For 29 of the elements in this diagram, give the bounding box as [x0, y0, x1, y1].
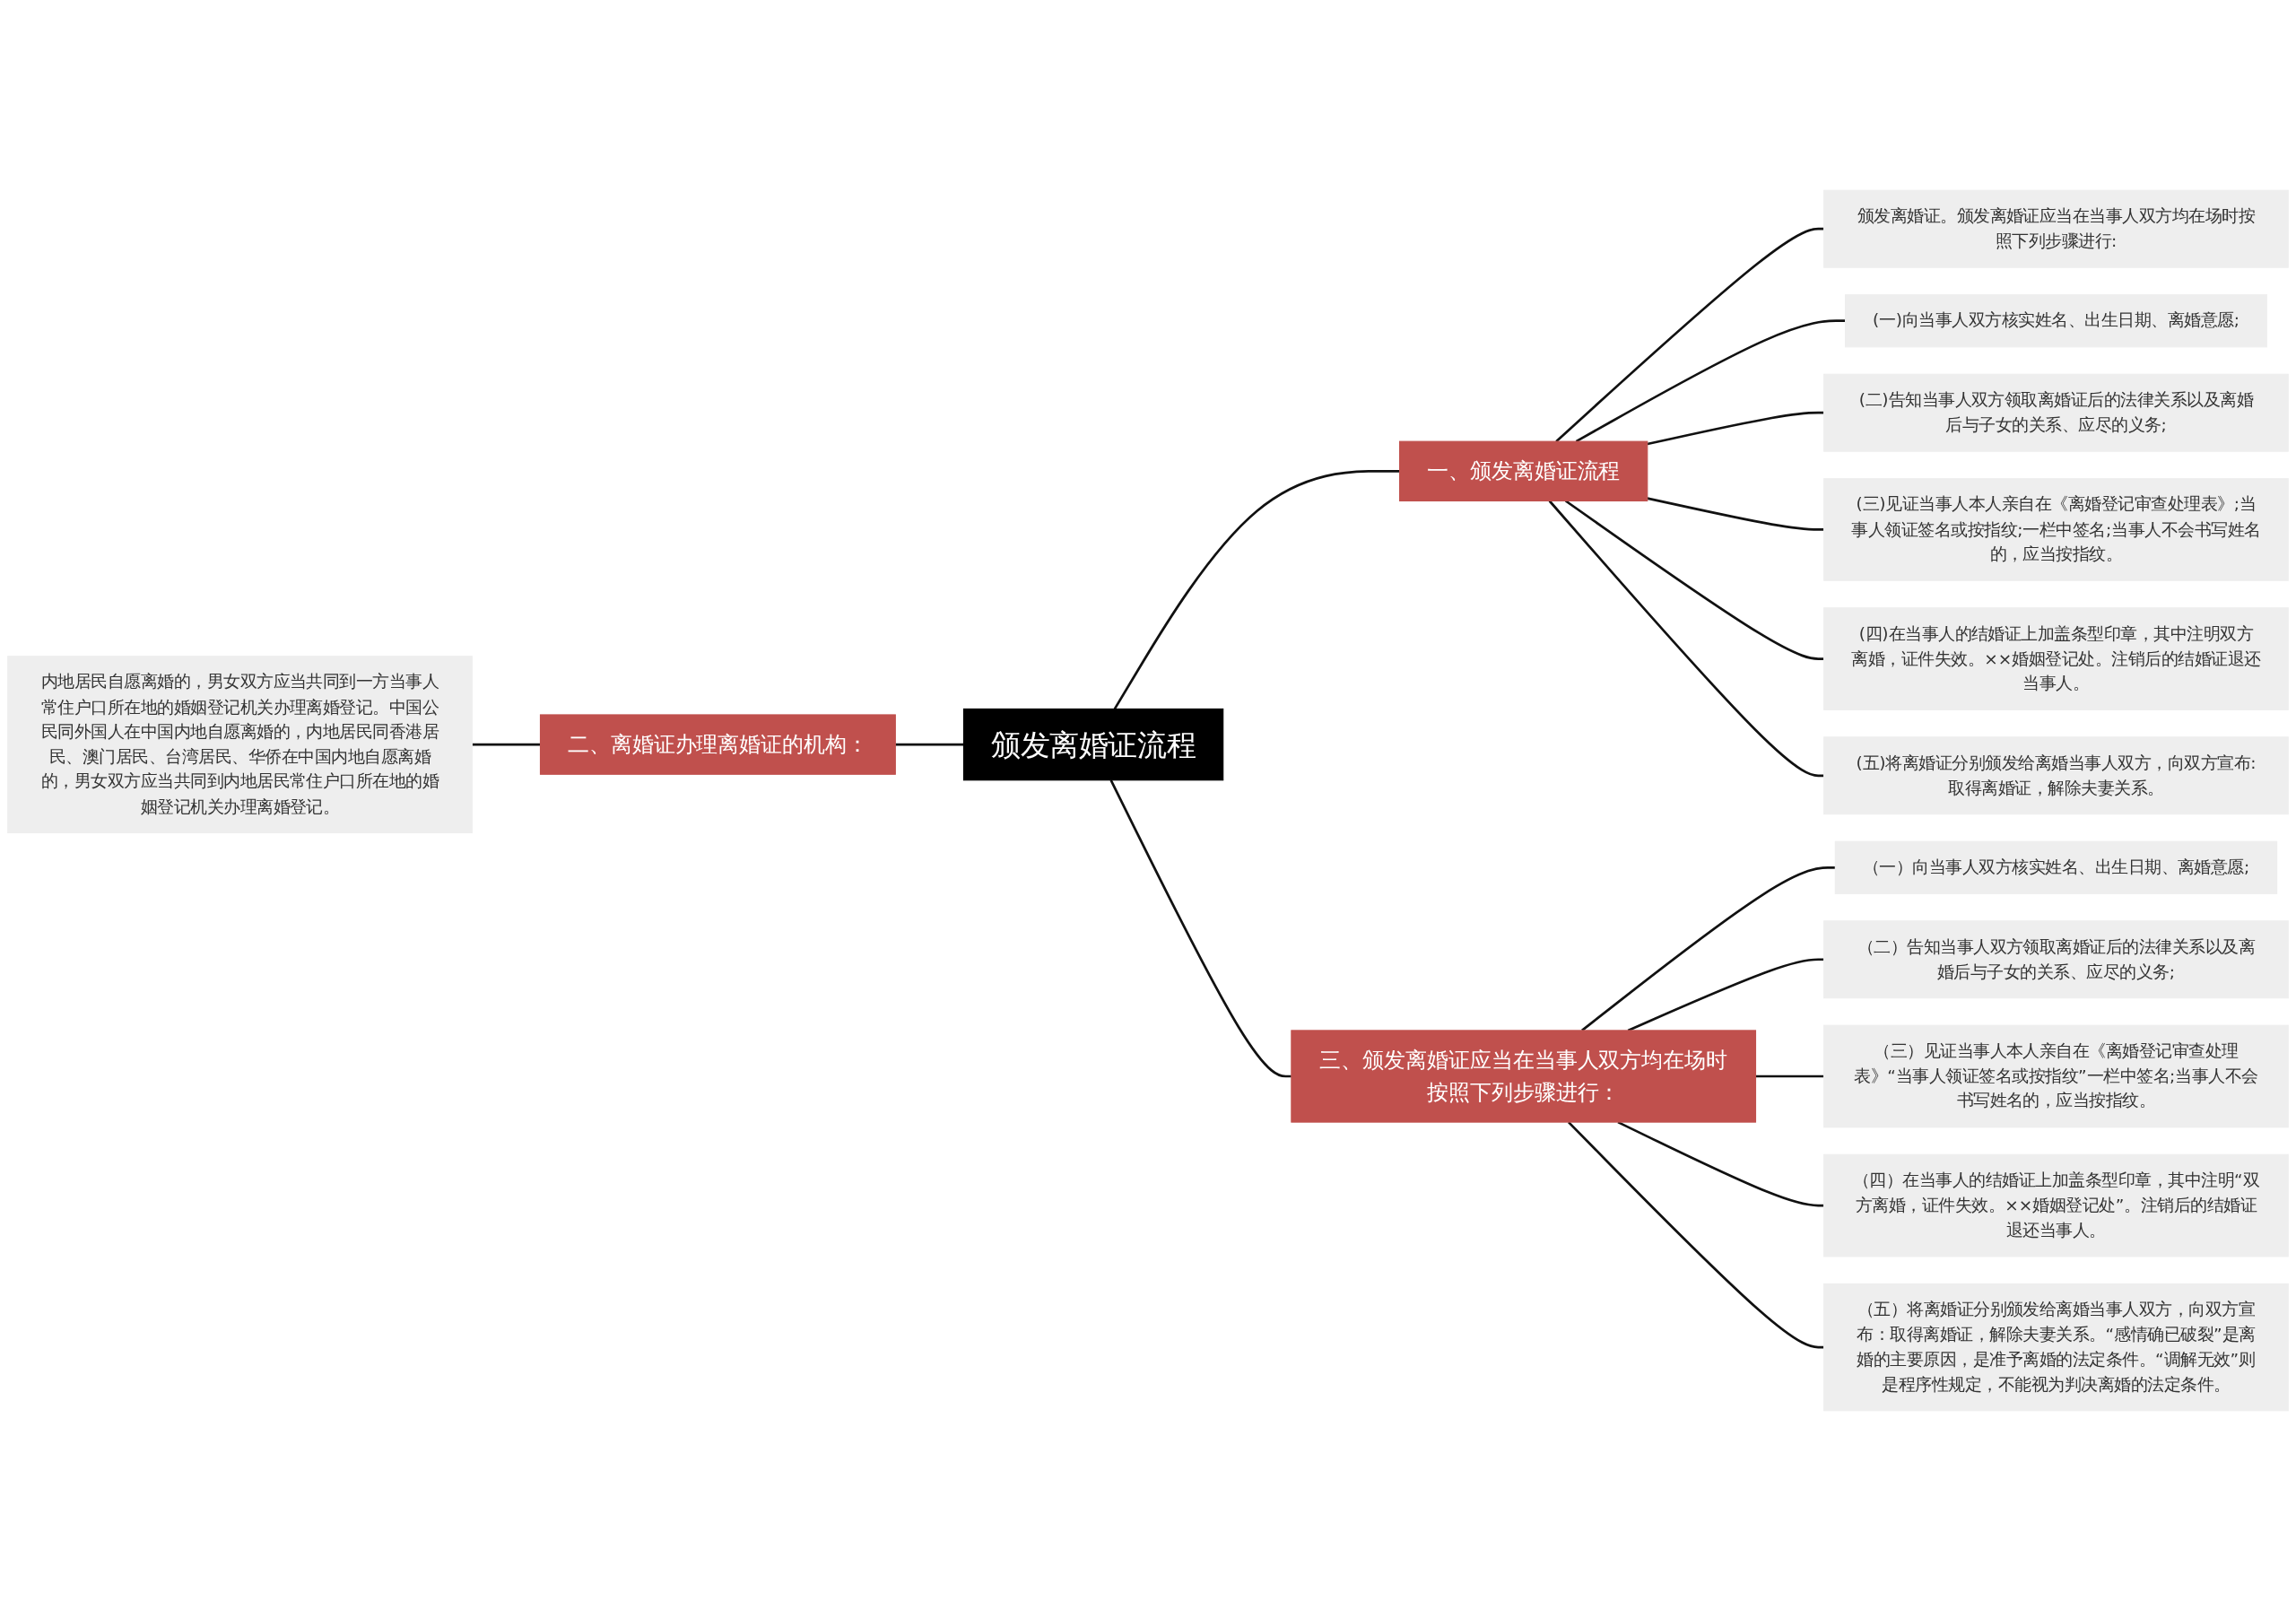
node-box: 颁发离婚证流程: [962, 708, 1224, 781]
node-box: (四)在当事人的结婚证上加盖条型印章，其中注明双方离婚，证件失效。××婚姻登记处。注销后的结婚证退还当事人。: [1823, 607, 2289, 710]
node-box: (二)告知当事人双方领取离婚证后的法律关系以及离婚后与子女的关系、应尽的义务;: [1823, 373, 2289, 452]
connector: [1647, 497, 1824, 531]
node-box: 颁发离婚证。颁发离婚证应当在当事人双方均在场时按照下列步骤进行:: [1823, 189, 2289, 268]
connector: [472, 743, 541, 746]
node-box: 三、颁发离婚证应当在当事人双方均在场时按照下列步骤进行：: [1291, 1030, 1757, 1123]
node-box: 二、离婚证办理离婚证的机构：: [539, 714, 896, 775]
node-box: （四）在当事人的结婚证上加盖条型印章，其中注明“双方离婚，证件失效。××婚姻登记处”。注销后的结婚证退还当事人。: [1823, 1153, 2289, 1257]
connector: [1555, 227, 1824, 443]
node-box: (五)将离婚证分别颁发给离婚当事人双方，向双方宣布:取得离婚证，解除夫妻关系。: [1823, 736, 2289, 815]
connector: [1564, 500, 1824, 660]
connector: [1548, 500, 1824, 778]
connector: [1113, 469, 1400, 710]
node-box: (三)见证当事人本人亲自在《离婚登记审查处理表》;当事人领证签名或按指纹;一栏中签名;当事人不会书写姓名的，应当按指纹。: [1823, 478, 2289, 581]
node-box: （三）见证当事人本人亲自在《离婚登记审查处理表》“当事人领证签名或按指纹”一栏中签名;当事人不会书写姓名的，应当按指纹。: [1823, 1024, 2289, 1128]
node-box: （五）将离婚证分别颁发给离婚当事人双方，向双方宣布：取得离婚证，解除夫妻关系。“感情确已破裂”是离婚的主要原因，是准予离婚的法定条件。“调解无效”则是程序性规定，不能视为判决离婚的法定条件。: [1823, 1283, 2289, 1412]
connector: [1567, 1121, 1824, 1349]
node-box: (一)向当事人双方核实姓名、出生日期、离婚意愿;: [1845, 294, 2267, 348]
connector: [1575, 319, 1846, 443]
connector: [1755, 1075, 1824, 1078]
node-box: 一、颁发离婚证流程: [1399, 440, 1648, 502]
node-box: （一）向当事人双方核实姓名、出生日期、离婚意愿;: [1834, 840, 2278, 894]
node-box: 内地居民自愿离婚的，男女双方应当共同到一方当事人常住户口所在地的婚姻登记机关办理离婚登记。中国公民同外国人在中国内地自愿离婚的，内地居民同香港居民、澳门居民、台湾居民、华侨在中国内地自愿离婚的，男女双方应当共同到内地居民常住户口所在地的婚姻登记机关办理离婚登记。: [7, 656, 473, 834]
connector: [1581, 866, 1836, 1031]
node-box: （二）告知当事人双方领取离婚证后的法律关系以及离婚后与子女的关系、应尽的义务;: [1823, 920, 2289, 999]
connector: [1647, 411, 1824, 446]
connector: [895, 743, 964, 746]
connector: [1109, 779, 1292, 1078]
